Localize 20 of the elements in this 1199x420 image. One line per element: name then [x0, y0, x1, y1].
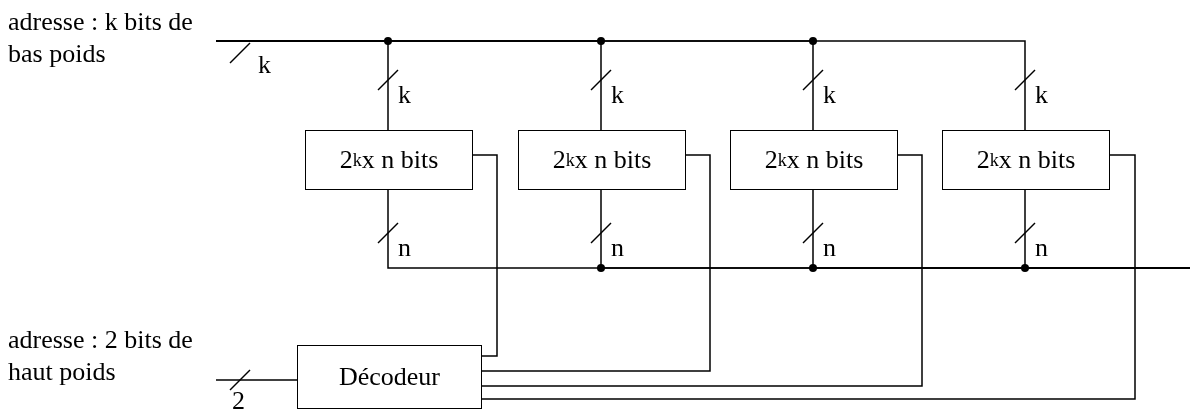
bus-width-label: n: [1035, 235, 1048, 261]
bus-width-label: n: [823, 235, 836, 261]
bus-width-label: 2: [232, 388, 245, 414]
bus-width-label: n: [398, 235, 411, 261]
wire: [215, 379, 298, 381]
bus-width-label: n: [611, 235, 624, 261]
bus-width-label: k: [823, 82, 836, 108]
address-label: adresse : k bits de bas poids: [8, 6, 214, 70]
wire: [481, 154, 923, 387]
bus-width-label: k: [398, 82, 411, 108]
decoder-box: Décodeur: [297, 345, 482, 409]
bus-width-label: k: [258, 52, 271, 78]
address-label: adresse : 2 bits de haut poids: [8, 324, 214, 414]
wire: [1024, 189, 1191, 269]
bus-width-label: k: [1035, 82, 1048, 108]
bus-width-label: k: [611, 82, 624, 108]
wire: [472, 154, 498, 357]
wire: [481, 154, 711, 372]
wire: [215, 40, 1026, 131]
wire: [481, 154, 1136, 400]
